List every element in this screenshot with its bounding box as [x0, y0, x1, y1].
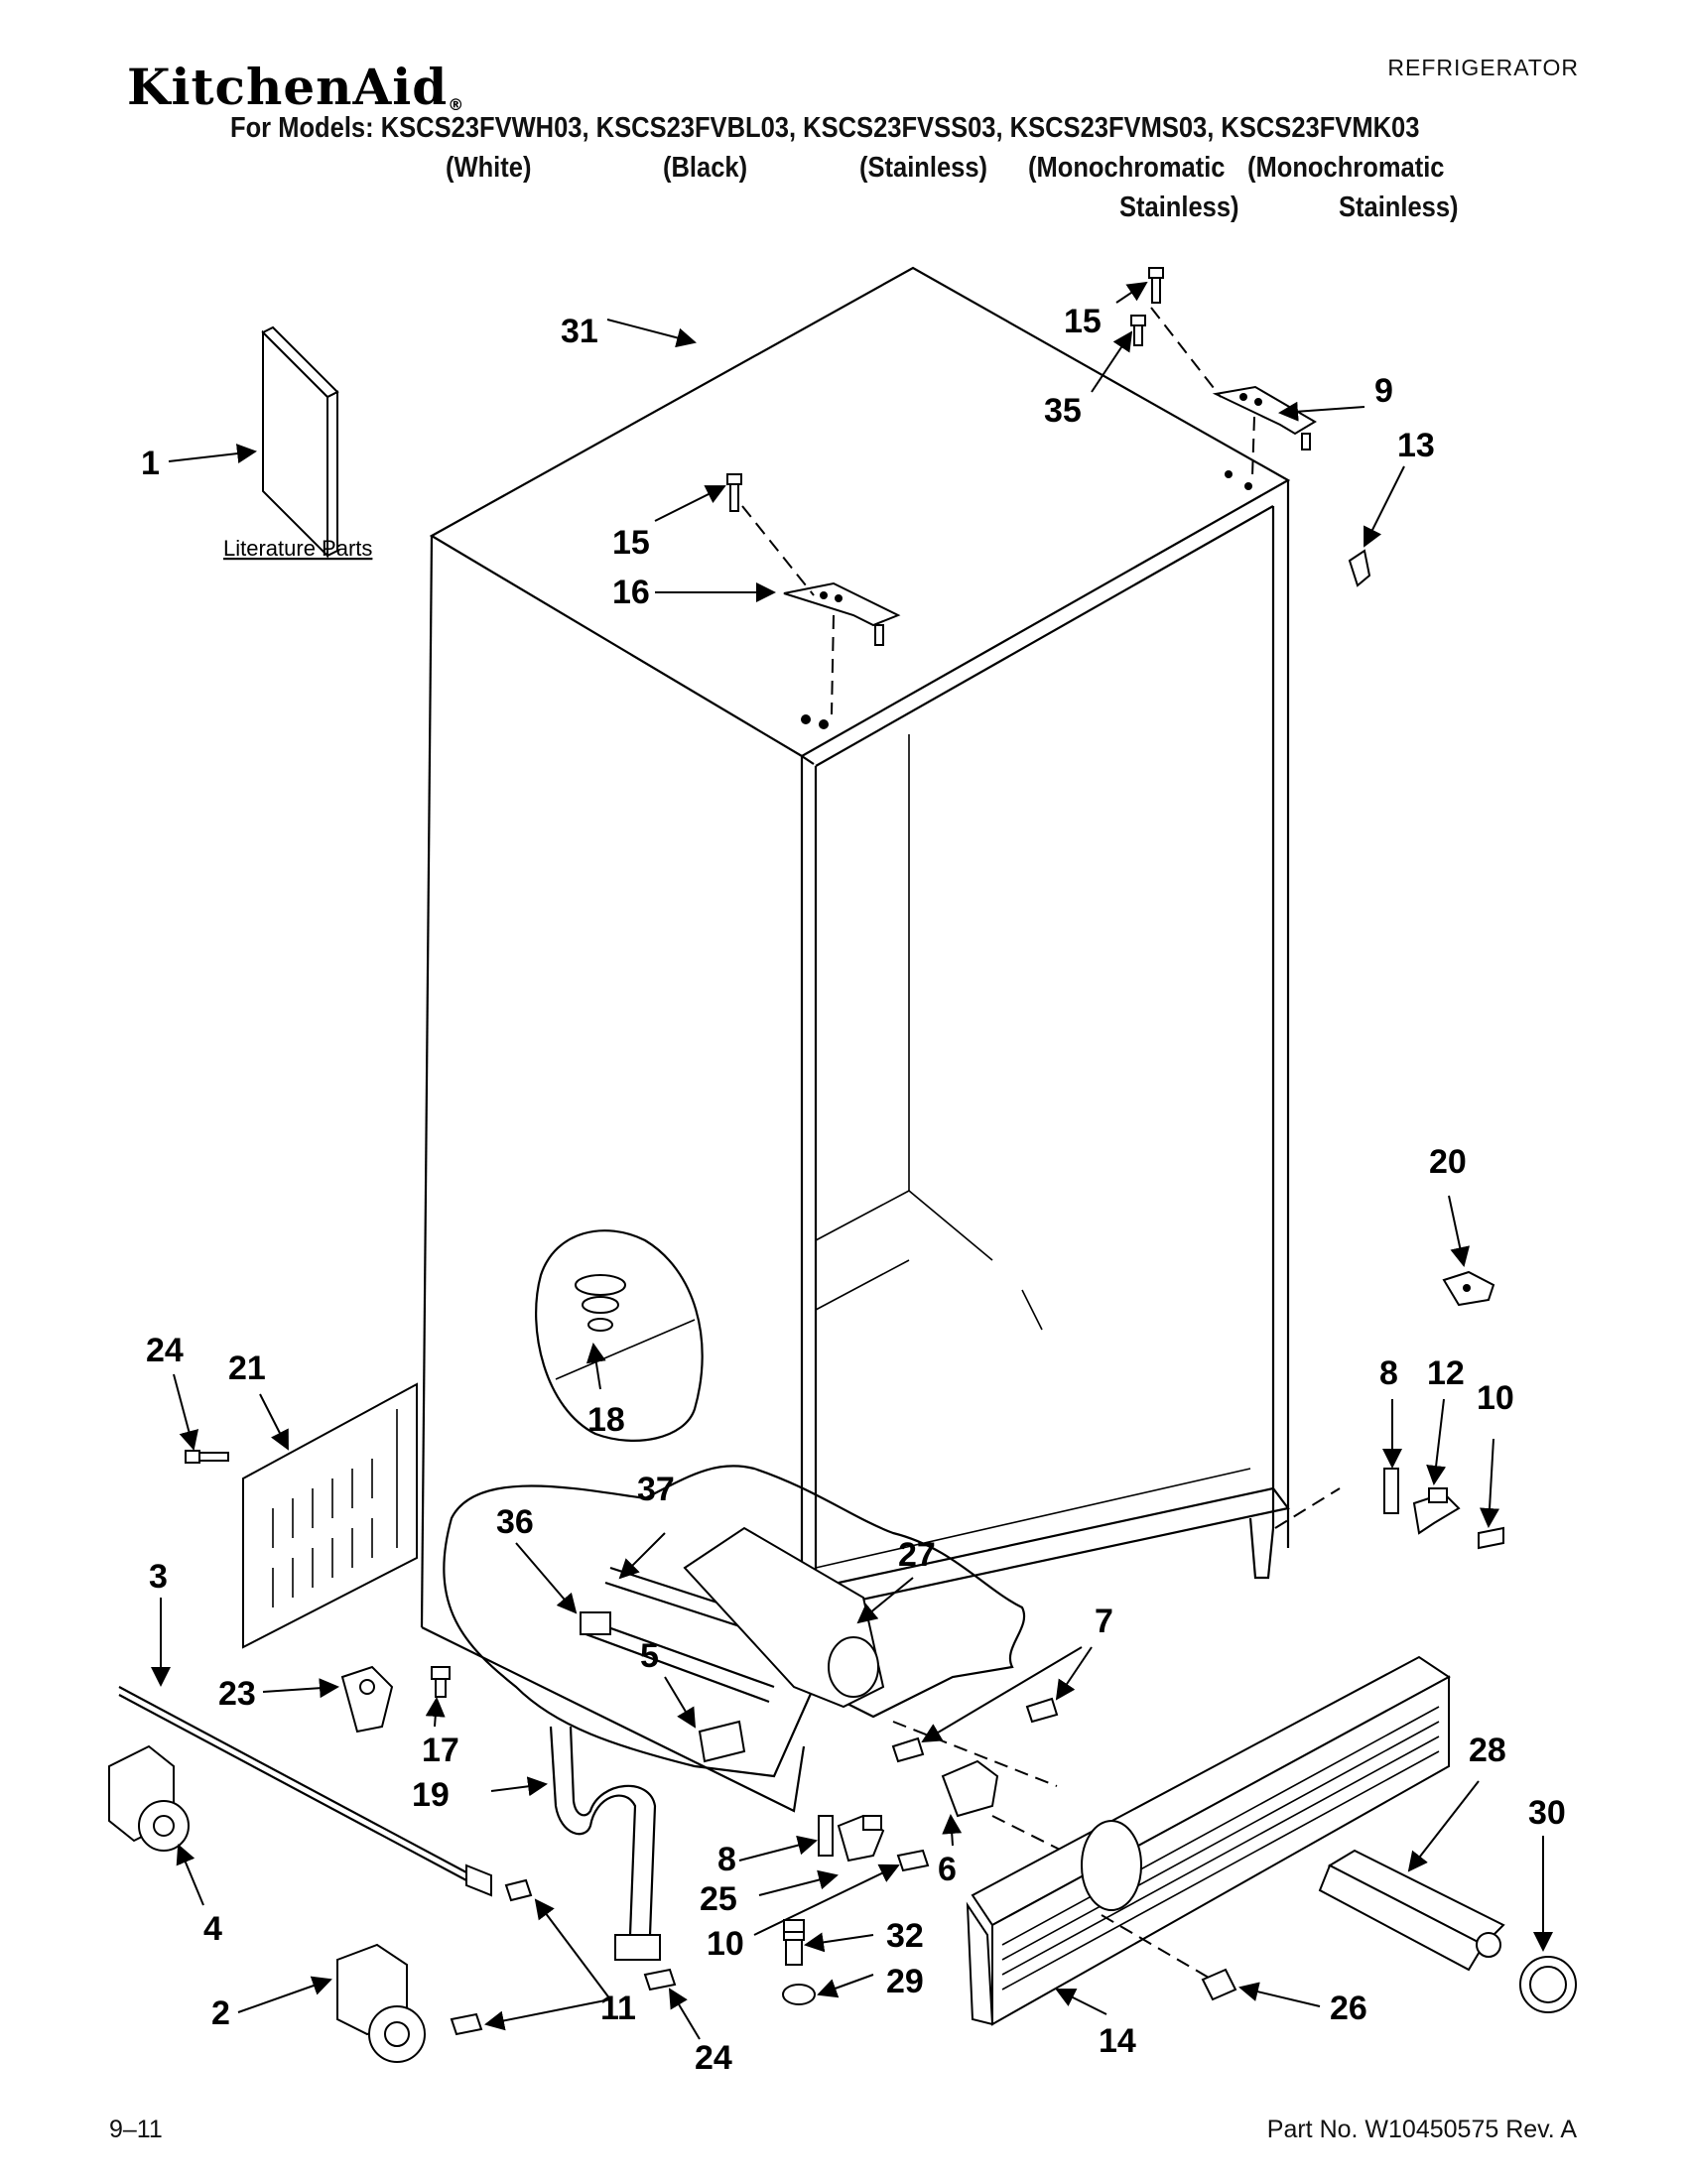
footer-date: 9–11 [109, 2116, 163, 2143]
filter-cap-icon [1519, 1956, 1577, 2013]
cutaway-shelf-area [443, 1465, 1026, 1778]
callout-18: 18 [587, 1401, 625, 1439]
variant-white: (White) [446, 152, 532, 184]
front-roller-assembly-icon [108, 1744, 190, 1852]
cabinet [420, 266, 1291, 1813]
callout-6: 6 [938, 1851, 957, 1888]
filter-housing-icon [683, 1526, 885, 1709]
lower-bracket-screw-icon [896, 1849, 930, 1872]
callout-23: 23 [218, 1675, 256, 1713]
models-line: For Models: KSCS23FVWH03, KSCS23FVBL03, … [230, 112, 1420, 144]
callout-13: 13 [1397, 427, 1435, 464]
leveling-rod-icon [118, 1686, 492, 1897]
callout-10-right: 10 [1477, 1379, 1514, 1417]
callout-8-right: 8 [1379, 1354, 1398, 1392]
callout-28: 28 [1469, 1732, 1506, 1769]
right-bracket-assembly-icon [1274, 1468, 1504, 1550]
callout-9: 9 [1374, 372, 1393, 410]
cover-clip-icon [1442, 1270, 1495, 1307]
literature-parts-label: Literature Parts [223, 536, 372, 561]
callout-32: 32 [886, 1917, 924, 1955]
footer-part-number: Part No. W10450575 Rev. A [1266, 2116, 1577, 2143]
leader-lines [151, 281, 1553, 2040]
callout-21: 21 [228, 1349, 266, 1387]
callout-numbers: 1 31 15 35 9 13 15 16 18 20 8 12 10 24 2… [141, 303, 1566, 2077]
drain-tube-screw-icon [643, 1968, 677, 1991]
bracket-screws-icon [891, 1697, 1059, 1763]
toe-grille-icon [966, 1655, 1451, 2026]
document-type: REFRIGERATOR [1387, 55, 1579, 80]
callout-36: 36 [496, 1503, 534, 1541]
filter-cap-clip-icon [1201, 1968, 1237, 2001]
literature-parts-book-icon [261, 325, 339, 559]
callout-20: 20 [1429, 1143, 1467, 1181]
callout-15-top: 15 [1064, 303, 1102, 340]
cover-plate-icon [698, 1720, 746, 1763]
cutaway-drain [535, 1229, 704, 1442]
callout-16: 16 [612, 574, 650, 611]
water-tube-36-icon [580, 1611, 775, 1704]
callout-26: 26 [1330, 1990, 1367, 2027]
screw-left-icon [726, 473, 742, 512]
callout-17: 17 [422, 1732, 459, 1769]
grille-screw-icon [185, 1450, 229, 1464]
callout-19: 19 [412, 1776, 450, 1814]
callout-14: 14 [1099, 2022, 1136, 2060]
registered-mark: ® [448, 95, 465, 114]
brand-name: KitchenAid [127, 58, 449, 116]
hinge-plug-icon [1348, 549, 1371, 587]
top-hinge-right-icon [1150, 307, 1317, 490]
access-cover-grille-icon [242, 1382, 418, 1649]
roller-screws-icon [450, 1878, 533, 2036]
callout-3: 3 [149, 1558, 168, 1596]
callout-10-bottom: 10 [707, 1925, 744, 1963]
callout-8-bottom: 8 [717, 1841, 736, 1878]
drain-tube-icon [549, 1726, 661, 1961]
variant-black: (Black) [663, 152, 748, 184]
callout-2: 2 [211, 1994, 230, 2032]
callout-24-bottom: 24 [695, 2039, 732, 2077]
variant-mono-2: (Monochromatic [1247, 152, 1445, 184]
water-clamp-icon [782, 1929, 816, 2005]
screw-right-top-icon [1130, 267, 1164, 346]
callout-27: 27 [898, 1536, 936, 1574]
lower-hinge-bracket-icon [818, 1814, 885, 1863]
top-hinge-left-icon [741, 505, 901, 729]
variant-mono-1: (Monochromatic [1028, 152, 1226, 184]
callout-1: 1 [141, 445, 160, 482]
variant-stainless: (Stainless) [859, 152, 988, 184]
hinge-bracket-icon [340, 1665, 394, 1734]
rear-roller-assembly-icon [336, 1943, 426, 2063]
callout-11: 11 [600, 1990, 636, 2027]
bracket-screw-icon [431, 1666, 451, 1698]
drain-trough-icon [575, 1274, 626, 1296]
variant-mono-1-line2: Stainless) [1119, 192, 1239, 223]
variant-mono-2-line2: Stainless) [1339, 192, 1459, 223]
callout-12: 12 [1427, 1354, 1465, 1392]
callout-5: 5 [640, 1637, 659, 1675]
callout-37: 37 [637, 1471, 675, 1508]
callout-4: 4 [203, 1910, 222, 1948]
callout-7: 7 [1095, 1603, 1113, 1640]
callout-31: 31 [561, 313, 598, 350]
callout-25: 25 [700, 1880, 737, 1918]
water-filter-icon [1318, 1849, 1505, 1972]
callout-30: 30 [1528, 1794, 1566, 1832]
callout-15: 15 [612, 524, 650, 562]
callout-29: 29 [886, 1963, 924, 2000]
drain-screw-icon [783, 1919, 805, 1933]
brand-logo: KitchenAid® [127, 58, 464, 116]
callout-35: 35 [1044, 392, 1082, 430]
callout-24-left: 24 [146, 1332, 184, 1369]
